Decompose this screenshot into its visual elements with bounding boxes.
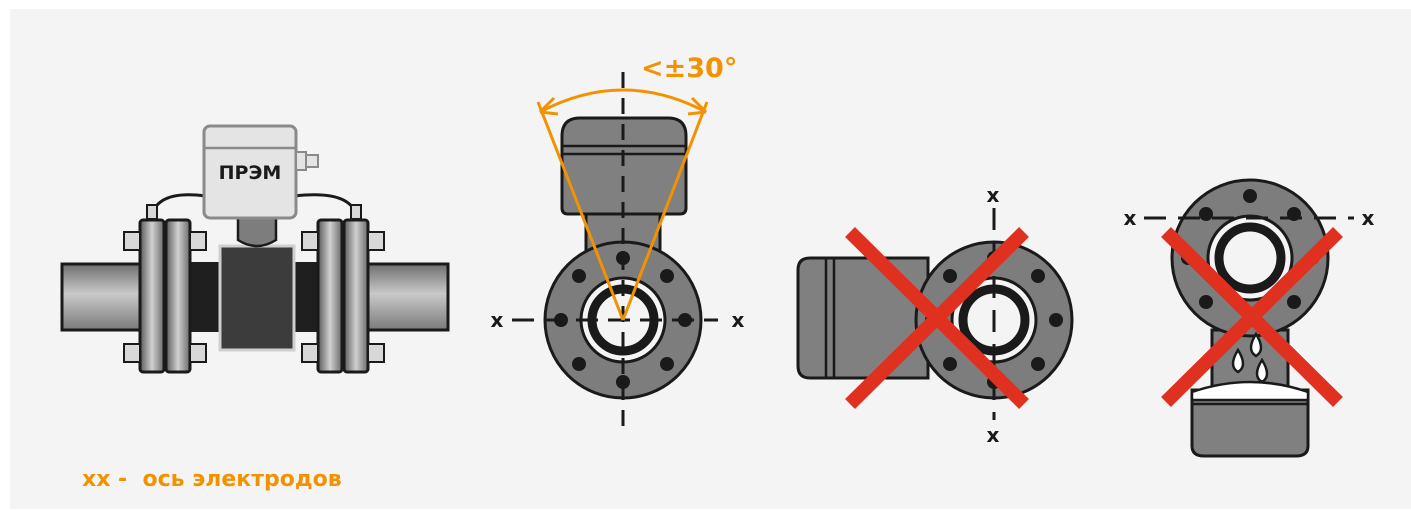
head-sideways bbox=[796, 256, 930, 380]
meter-cable-left bbox=[150, 193, 206, 215]
prohibited-cross-2 bbox=[1161, 227, 1343, 407]
meter-label: ПРЭМ bbox=[219, 162, 282, 184]
axis-x-bottom: x bbox=[987, 423, 1000, 447]
angle-label: <±30° bbox=[641, 53, 737, 84]
wrong-orientation-side: x x bbox=[796, 183, 1074, 447]
water-drops bbox=[1231, 331, 1269, 384]
meter-body bbox=[218, 244, 296, 352]
head-down bbox=[1190, 388, 1310, 458]
legend-electrode-axis: хх - ось электродов bbox=[82, 467, 342, 492]
flange-left-inner bbox=[164, 218, 192, 374]
correct-orientation-view: x x <±30° bbox=[491, 53, 745, 432]
flange-right-outer bbox=[342, 218, 370, 374]
water-pool bbox=[1190, 380, 1310, 402]
axis-x-left-4: x bbox=[1124, 206, 1137, 230]
axis-x-right: x bbox=[732, 308, 745, 332]
pipe-left bbox=[60, 262, 146, 332]
pipe-right bbox=[366, 262, 450, 332]
meter-neck bbox=[236, 216, 278, 248]
flange-right-inner bbox=[316, 218, 344, 374]
cable-gland bbox=[295, 151, 307, 171]
axis-x-right-4: x bbox=[1362, 206, 1375, 230]
flange-left-outer bbox=[138, 218, 166, 374]
angle-arc bbox=[539, 88, 707, 114]
flange-bolts bbox=[123, 231, 385, 363]
meter-side-view: ПРЭМ bbox=[60, 124, 450, 374]
angle-line-left bbox=[536, 101, 625, 321]
axis-x-top: x bbox=[987, 183, 1000, 207]
angle-line-right bbox=[621, 101, 709, 321]
prohibited-cross bbox=[845, 227, 1029, 409]
meter-cable-right bbox=[294, 193, 358, 215]
axis-x-left: x bbox=[491, 308, 504, 332]
wrong-orientation-down: x x bbox=[1124, 178, 1375, 458]
